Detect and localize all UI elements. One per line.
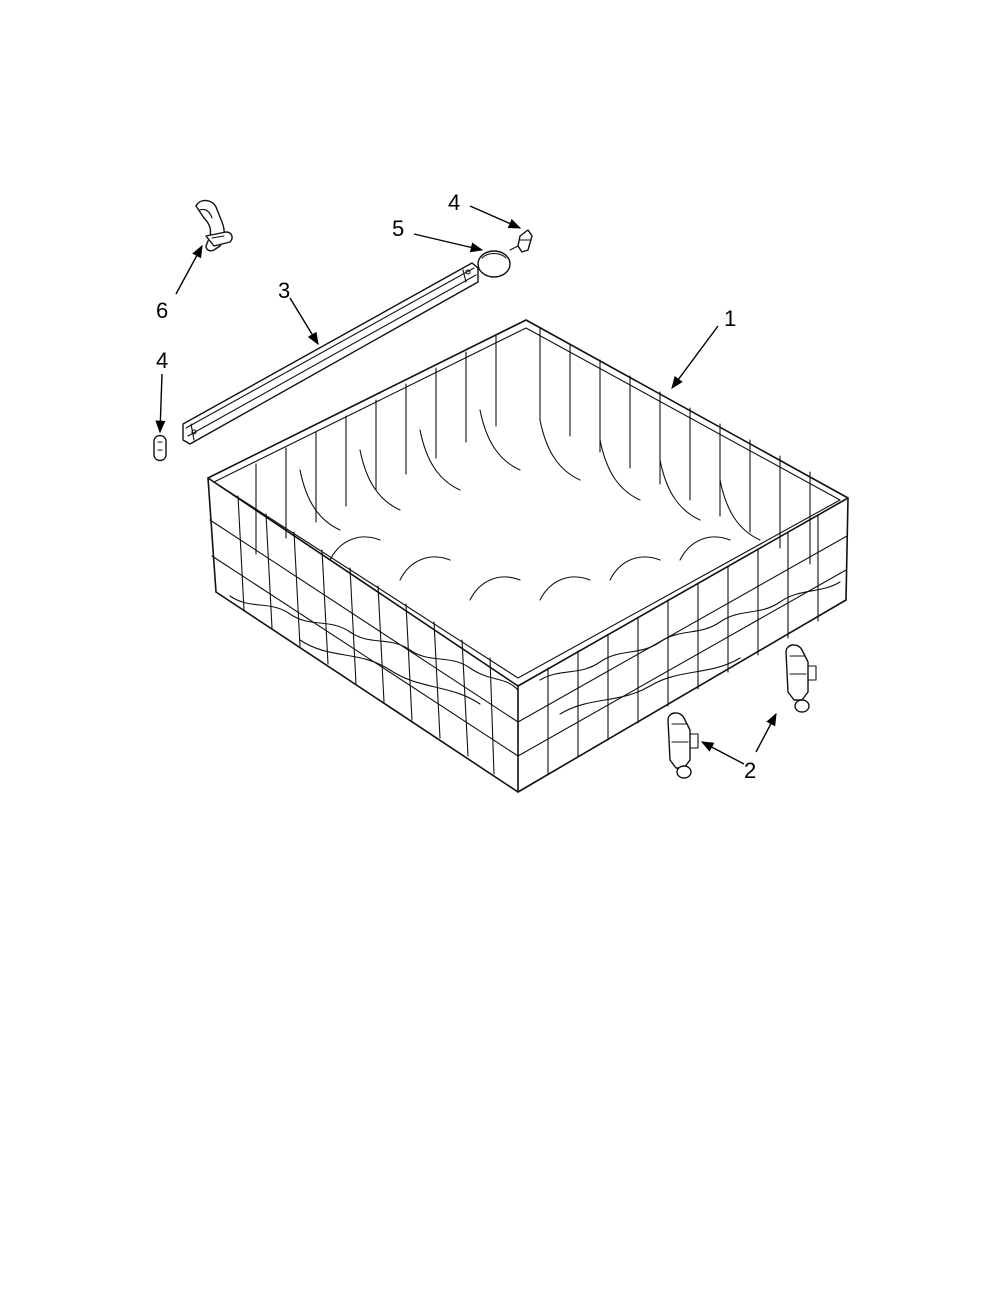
leader-4-left — [155, 373, 166, 434]
part-5-end-cap — [477, 250, 511, 278]
leader-5 — [413, 233, 484, 253]
leader-6 — [175, 244, 203, 295]
leader-2b — [755, 712, 777, 753]
part-4-clip-top — [509, 229, 533, 253]
leader-3 — [289, 297, 319, 346]
callout-4-top: 4 — [448, 190, 460, 215]
part-4-clip-left — [153, 434, 167, 462]
part-6-adjuster-handle — [195, 199, 233, 252]
part-2-roller-right — [785, 644, 817, 713]
callout-5: 5 — [392, 216, 404, 241]
leader-1 — [671, 325, 719, 390]
part-2-roller-left — [667, 712, 699, 779]
part-3-rail — [182, 262, 479, 445]
callout-3: 3 — [278, 278, 290, 303]
part-1-dish-rack — [207, 319, 849, 793]
callout-1: 1 — [724, 306, 736, 331]
leader-4-top — [469, 205, 522, 229]
callout-2: 2 — [744, 758, 756, 783]
leader-2a — [700, 741, 745, 765]
callout-4-left: 4 — [156, 348, 168, 373]
callout-6: 6 — [156, 298, 168, 323]
